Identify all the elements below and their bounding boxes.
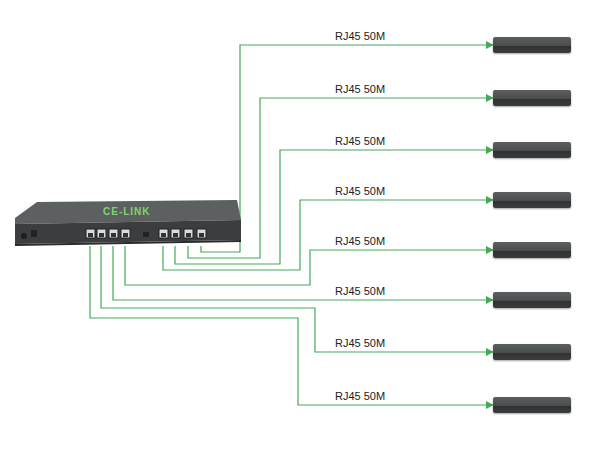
- device-part: [123, 233, 128, 237]
- device-part: [197, 229, 206, 238]
- device-part: [171, 229, 180, 238]
- cable-label: RJ45 50M: [335, 30, 385, 42]
- cable-connector: [201, 45, 493, 252]
- device-part: [15, 240, 241, 246]
- cable-label: RJ45 50M: [335, 83, 385, 95]
- extender-device: CE-LINK: [15, 200, 241, 246]
- receiver-box: [493, 37, 571, 53]
- device-part: [99, 233, 104, 237]
- receiver-box: [493, 344, 571, 360]
- cable-label: RJ45 50M: [335, 390, 385, 402]
- brand-logo: CE-LINK: [103, 206, 151, 217]
- receiver-box: [493, 242, 571, 258]
- receiver-box: [493, 397, 571, 413]
- device-part: [121, 229, 130, 238]
- device-part: [97, 229, 106, 238]
- device-part: [86, 229, 95, 238]
- cable-label: RJ45 50M: [335, 135, 385, 147]
- device-part: [159, 229, 168, 238]
- device-part: [21, 233, 27, 239]
- device-part: [161, 233, 166, 237]
- receiver-box: [493, 142, 571, 158]
- device-part: [143, 232, 149, 237]
- device-part: [186, 233, 191, 237]
- receiver-box: [493, 192, 571, 208]
- cable-label: RJ45 50M: [335, 185, 385, 197]
- device-part: [109, 229, 118, 238]
- cable-connector: [113, 246, 493, 300]
- receiver-box: [493, 90, 571, 106]
- device-part: [173, 233, 178, 237]
- cable-label: RJ45 50M: [335, 285, 385, 297]
- device-part: [199, 233, 204, 237]
- cable-label: RJ45 50M: [335, 337, 385, 349]
- device-part: [31, 230, 37, 237]
- cable-connector: [90, 246, 493, 405]
- receiver-box: [493, 292, 571, 308]
- device-part: [88, 233, 93, 237]
- cable-connector: [101, 246, 493, 352]
- device-part: [15, 200, 241, 224]
- device-part: [111, 233, 116, 237]
- device-part: [15, 220, 241, 244]
- cable-label: RJ45 50M: [335, 235, 385, 247]
- cable-connector: [125, 246, 493, 285]
- device-part: [184, 229, 193, 238]
